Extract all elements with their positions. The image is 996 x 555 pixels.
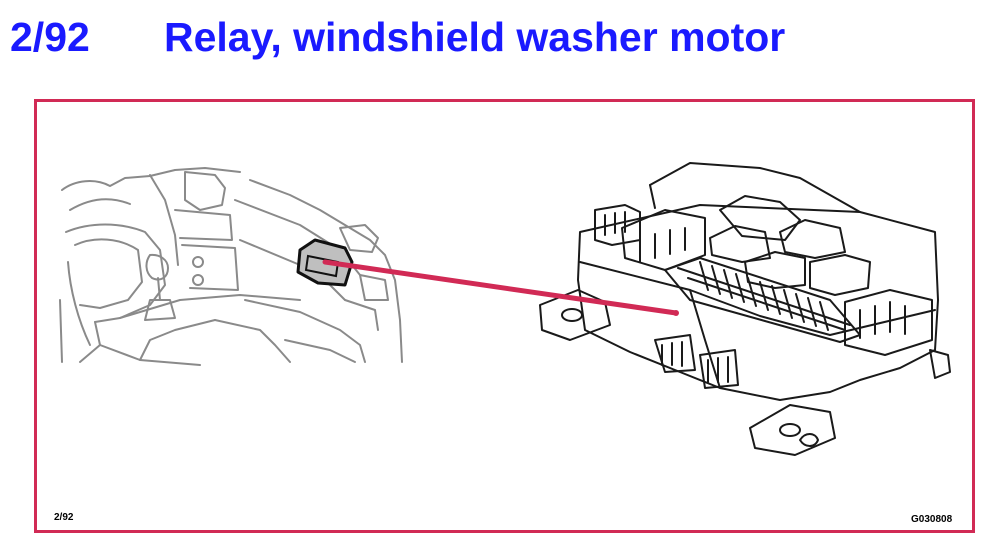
page-title: Relay, windshield washer motor [164,14,786,60]
leader-line [322,259,679,316]
figure-id: G030808 [911,514,953,525]
dashboard-illustration [59,167,403,366]
diagram-frame [34,99,975,533]
fuse-box-illustration [539,162,951,456]
page-code: 2/92 [10,14,90,60]
footer-code: 2/92 [54,512,74,523]
